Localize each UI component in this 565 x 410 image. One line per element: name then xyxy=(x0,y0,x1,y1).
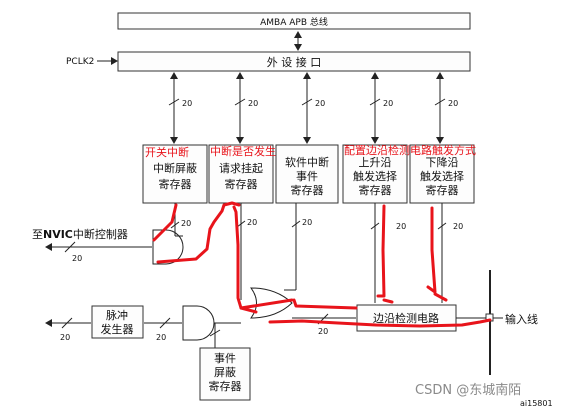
event-and-gate xyxy=(182,305,215,341)
mask-bus-width: 20 xyxy=(181,219,191,228)
int-mask-line2: 寄存器 xyxy=(159,177,192,191)
event-out-bus-width: 20 xyxy=(60,333,70,342)
edge-detect-label: 边沿检测电路 xyxy=(373,311,439,325)
annotation-edge-config: 配置边沿检测电路触发方式 xyxy=(344,143,476,157)
bus-width-1: 20 xyxy=(182,99,192,108)
falling-bus-width: 20 xyxy=(453,222,463,231)
pulse-in-bus-width: 20 xyxy=(156,333,166,342)
bus-width-5: 20 xyxy=(448,99,458,108)
falling-line2: 触发选择 xyxy=(420,169,464,183)
swint-bus-width: 20 xyxy=(302,218,312,227)
swint-line2: 事件 xyxy=(296,170,318,183)
int-mask-line1: 中断屏蔽 xyxy=(153,161,197,175)
figure-id: ai15801 xyxy=(520,399,553,408)
peripheral-interface-label: 外 设 接 口 xyxy=(267,56,322,69)
apb-bus-block xyxy=(117,12,471,30)
swint-line1: 软件中断 xyxy=(285,155,329,169)
register-bus-arrows xyxy=(168,72,446,144)
or-gate xyxy=(250,287,293,319)
pulse-gen-line2: 发生器 xyxy=(101,322,134,336)
edge-bus-width: 20 xyxy=(318,327,328,336)
event-mask-line3: 寄存器 xyxy=(209,379,242,393)
bus-width-2: 20 xyxy=(248,99,258,108)
annotation-int-switch: 开关中断 xyxy=(145,145,189,159)
rising-line3: 寄存器 xyxy=(359,183,392,197)
nvic-label: 至NVIC中断控制器 xyxy=(32,227,128,241)
pulse-gen-line1: 脉冲 xyxy=(106,308,128,322)
rising-line2: 触发选择 xyxy=(353,169,397,183)
event-mask-line2: 屏蔽 xyxy=(214,366,236,379)
nvic-and-gate xyxy=(152,229,184,265)
red-annotation-traces xyxy=(152,201,492,328)
bus-width-3: 20 xyxy=(315,99,325,108)
nvic-label-post: 中断控制器 xyxy=(73,227,128,241)
rising-register xyxy=(342,144,408,204)
pending-register xyxy=(208,144,274,204)
nvic-label-pre: 至 xyxy=(32,228,43,241)
pulse-generator-block xyxy=(91,305,144,339)
falling-line3: 寄存器 xyxy=(426,183,459,197)
int-mask-register xyxy=(142,144,208,204)
nvic-label-bold: NVIC xyxy=(43,228,73,241)
event-mask-line1: 事件 xyxy=(214,352,236,365)
bus-width-4: 20 xyxy=(383,99,393,108)
rising-line1: 上升沿 xyxy=(359,156,392,169)
swint-register xyxy=(275,144,339,204)
pending-line2: 寄存器 xyxy=(225,177,258,191)
falling-register xyxy=(409,144,475,204)
swint-line3: 寄存器 xyxy=(291,183,324,197)
pclk-label: PCLK2 xyxy=(66,57,94,67)
apb-bus-label: AMBA APB 总线 xyxy=(260,16,328,28)
rising-bus-width: 20 xyxy=(396,222,406,231)
nvic-bus-width: 20 xyxy=(72,254,82,263)
input-line-label: 输入线 xyxy=(505,312,538,326)
pending-bus-width: 20 xyxy=(247,218,257,227)
peripheral-interface-block xyxy=(117,51,471,72)
event-mask-register xyxy=(199,347,251,401)
pending-line1: 请求挂起 xyxy=(219,161,263,175)
watermark: CSDN @东城南陌 xyxy=(415,382,521,398)
falling-line1: 下降沿 xyxy=(426,155,459,169)
annotation-int-occurred: 中断是否发生 xyxy=(210,144,276,158)
